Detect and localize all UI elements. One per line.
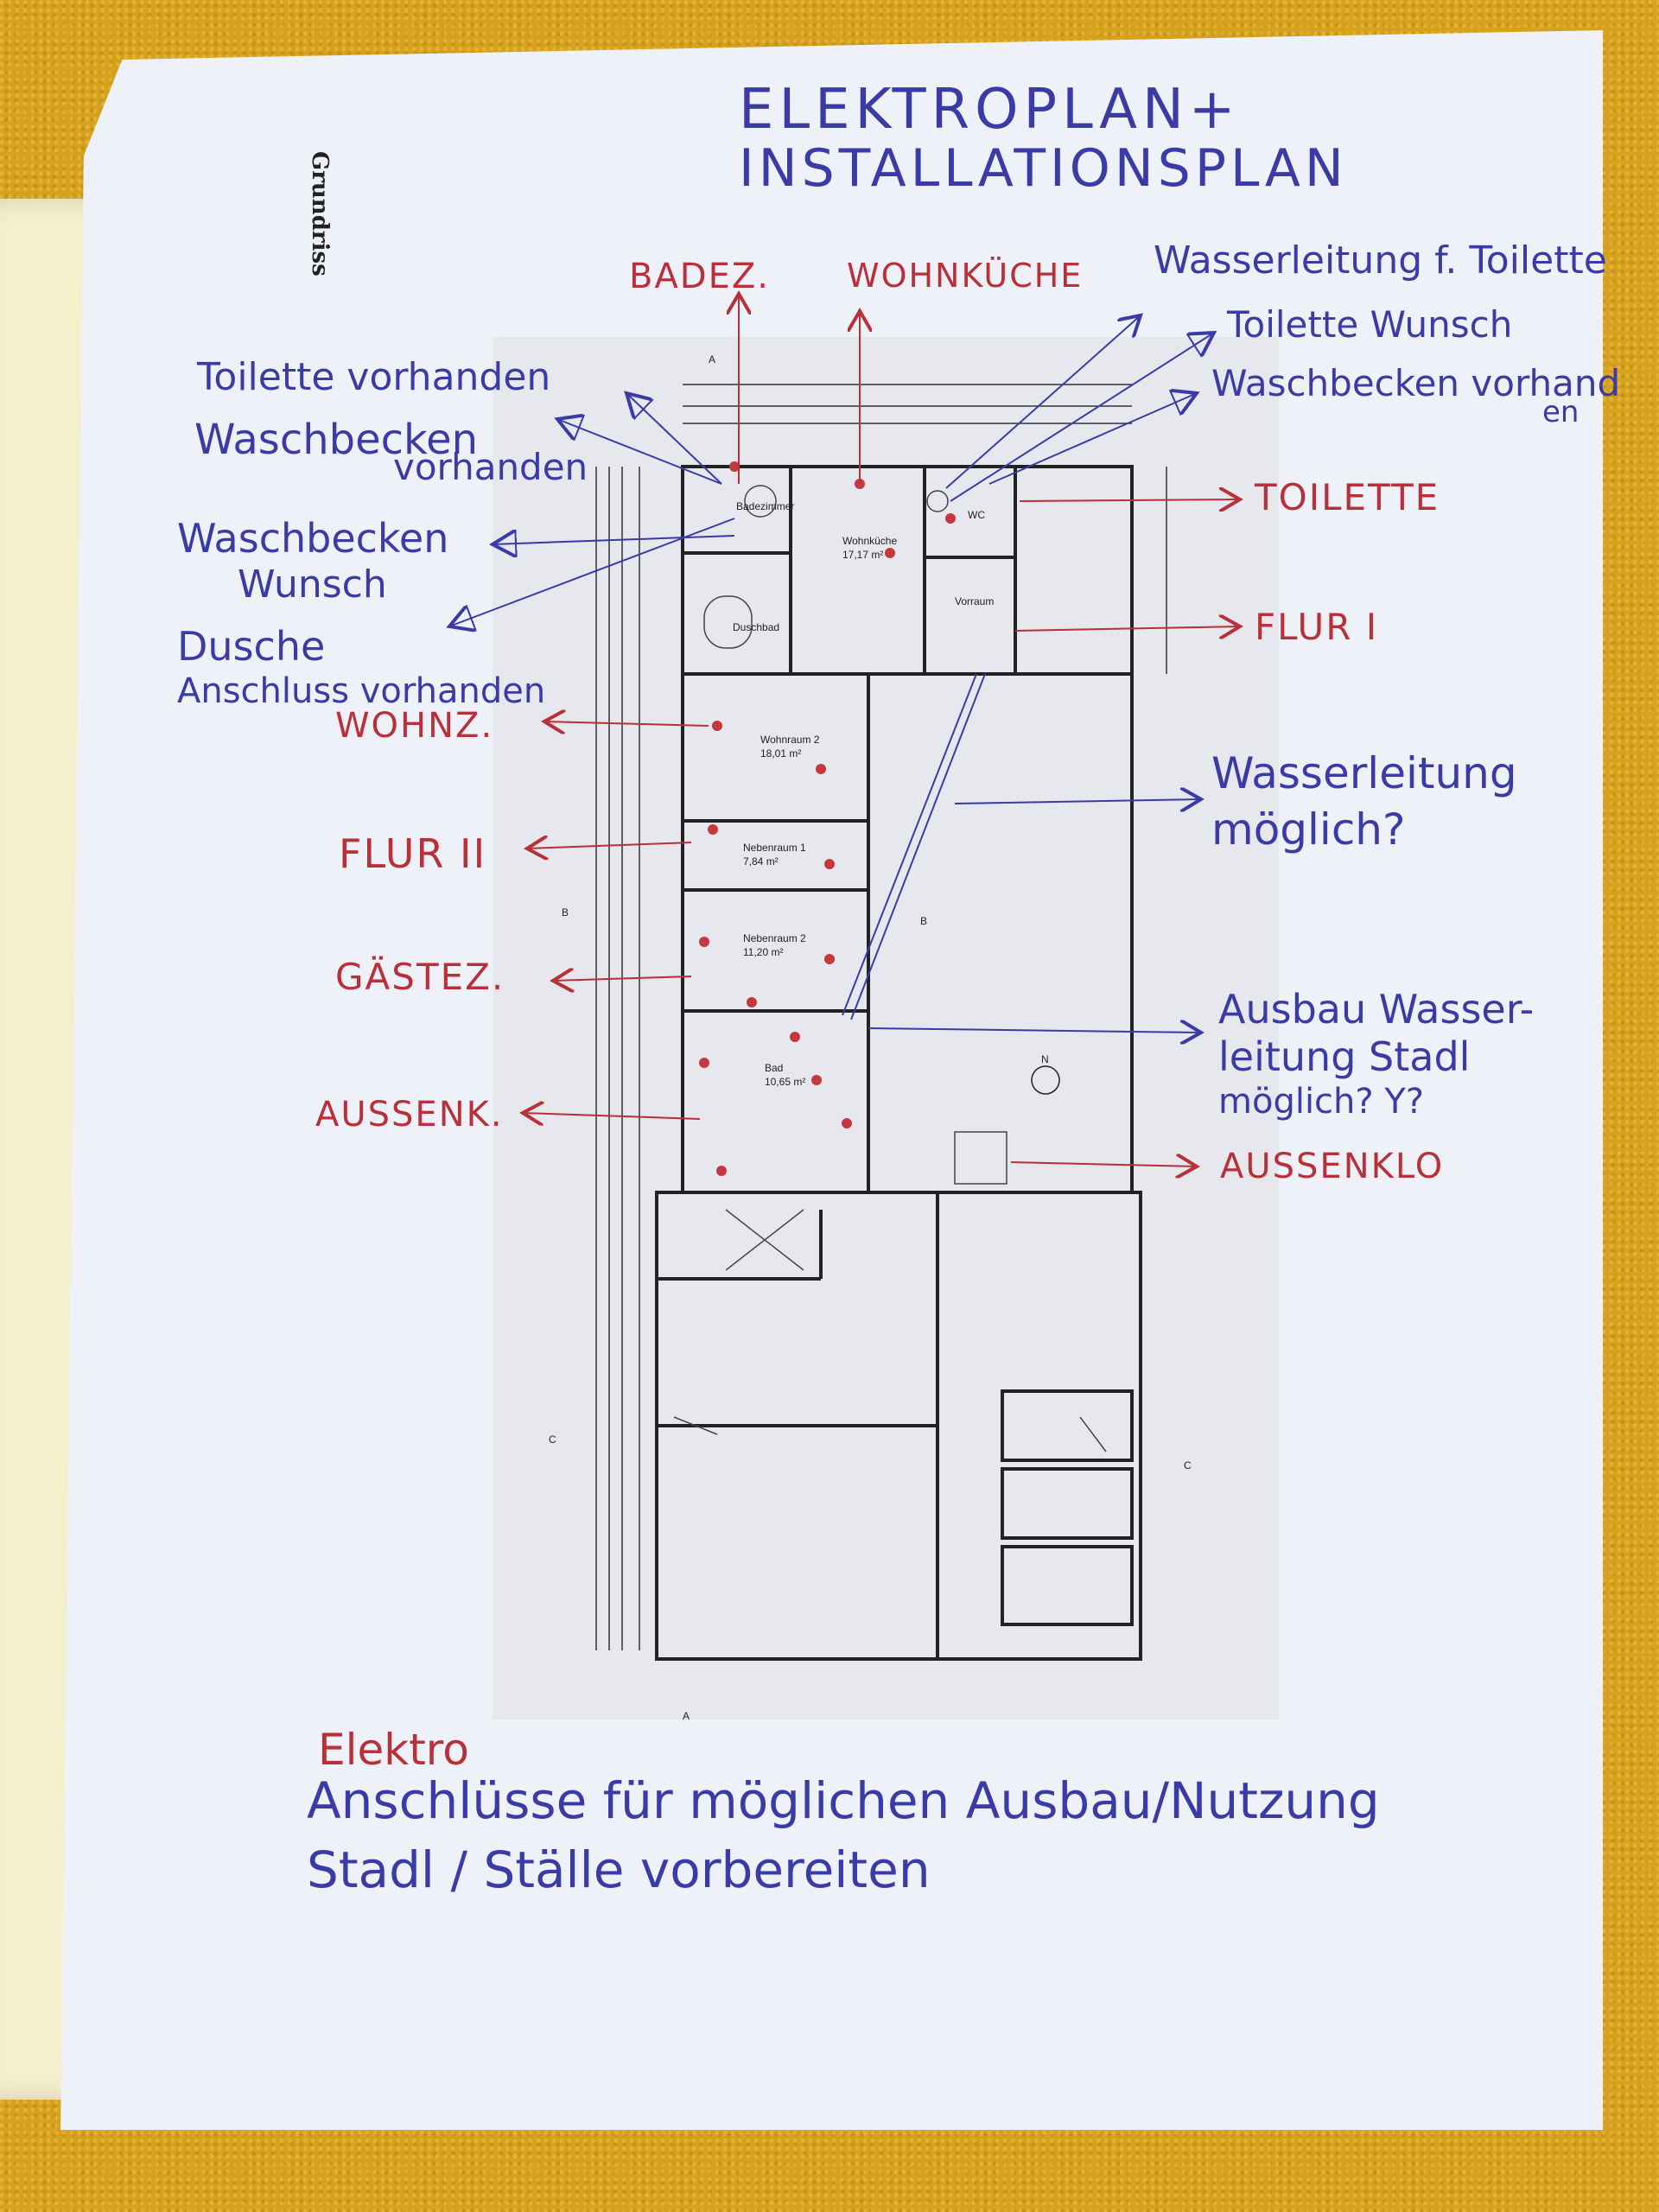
section-marker-c-right: C: [1184, 1459, 1192, 1471]
plan-label-wohnraum2: Wohnraum 2: [760, 734, 820, 746]
plan-label-wohnkueche-area: 17,17 m²: [842, 549, 883, 561]
label-aussenklo: AUSSENKLO: [1220, 1147, 1445, 1186]
label-wasserleitung-moeglich-1: Wasserleitung: [1211, 748, 1517, 798]
label-wohnz: WOHNZ.: [335, 706, 494, 746]
label-badez: BADEZ.: [629, 257, 770, 296]
label-aussenk: AUSSENK.: [315, 1095, 504, 1135]
section-marker-c-left: C: [549, 1433, 556, 1446]
footer-line-2: Anschlüsse für möglichen Ausbau/Nutzung: [307, 1771, 1380, 1830]
blue-annotation-lines: [449, 315, 1214, 1033]
label-ausbau-2: leitung Stadl: [1218, 1033, 1471, 1080]
plan-label-wohnkueche: Wohnküche: [842, 535, 897, 547]
label-waschbecken-vorhanden-left-2: vorhanden: [393, 446, 588, 488]
label-toilette-vorhanden: Toilette vorhanden: [197, 355, 551, 399]
plan-label-nebenraum2-area: 11,20 m²: [743, 946, 783, 958]
label-wohnkueche: WOHNKÜCHE: [847, 257, 1084, 295]
section-marker-b-right: B: [920, 915, 927, 927]
label-wasserleitung-toilette: Wasserleitung f. Toilette: [1154, 238, 1607, 283]
label-flur2: FLUR II: [339, 830, 487, 877]
label-waschbecken-wunsch-2: Wunsch: [238, 563, 387, 607]
label-toilette-wunsch: Toilette Wunsch: [1227, 303, 1513, 346]
plan-details: [673, 485, 1107, 1452]
plan-label-wc: WC: [968, 509, 985, 521]
plan-label-north: N: [1041, 1053, 1049, 1065]
footer-line-3: Stadl / Ställe vorbereiten: [307, 1840, 931, 1899]
label-waschbecken-vorhanden-right: Waschbecken vorhand: [1211, 362, 1621, 404]
section-marker-b-left: B: [562, 906, 569, 918]
plan-label-bad: Bad: [765, 1062, 783, 1074]
plan-label-bad-area: 10,65 m²: [765, 1076, 805, 1088]
red-annotation-lines: [523, 294, 1240, 1166]
label-waschbecken-wunsch-1: Waschbecken: [177, 515, 449, 562]
section-marker-a-top: A: [709, 353, 715, 365]
dimension-lines: [595, 384, 1167, 1650]
label-wasserleitung-moeglich-2: möglich?: [1211, 804, 1406, 855]
paper-sheet: [60, 30, 1603, 2130]
label-toilette: TOILETTE: [1255, 476, 1440, 518]
plan-label-badezimmer: Badezimmer: [736, 500, 794, 512]
footer-elektro: Elektro: [318, 1725, 469, 1775]
label-waschbecken-vorhanden-left-1: Waschbecken: [194, 416, 479, 464]
label-dusche-1: Dusche: [177, 623, 326, 670]
plan-label-duschbad: Duschbad: [733, 621, 779, 633]
outlet-marks: [699, 461, 956, 1176]
section-marker-a-bottom: A: [683, 1710, 690, 1722]
plan-label-nebenraum1: Nebenraum 1: [743, 842, 806, 854]
title-line-2: INSTALLATIONSPLAN: [739, 138, 1348, 199]
plan-label-nebenraum2: Nebenraum 2: [743, 932, 806, 944]
label-gaestez: GÄSTEZ.: [335, 956, 505, 998]
label-ausbau-3: möglich? Y?: [1218, 1082, 1425, 1122]
plan-label-wohnraum2-area: 18,01 m²: [760, 747, 801, 760]
plan-label-nebenraum1-area: 7,84 m²: [743, 855, 779, 868]
label-ausbau-1: Ausbau Wasser-: [1218, 986, 1535, 1033]
label-flur1: FLUR I: [1255, 606, 1379, 648]
plan-labels: Duschbad Badezimmer Wohnküche 17,17 m² W…: [549, 353, 1192, 1722]
plan-walls: [655, 465, 1142, 1661]
label-waschbecken-vorhanden-right-suffix: en: [1542, 395, 1580, 429]
title-line-1: ELEKTROPLAN+: [739, 78, 1241, 142]
plan-label-vorraum: Vorraum: [955, 595, 994, 607]
label-dusche-2: Anschluss vorhanden: [177, 671, 546, 711]
